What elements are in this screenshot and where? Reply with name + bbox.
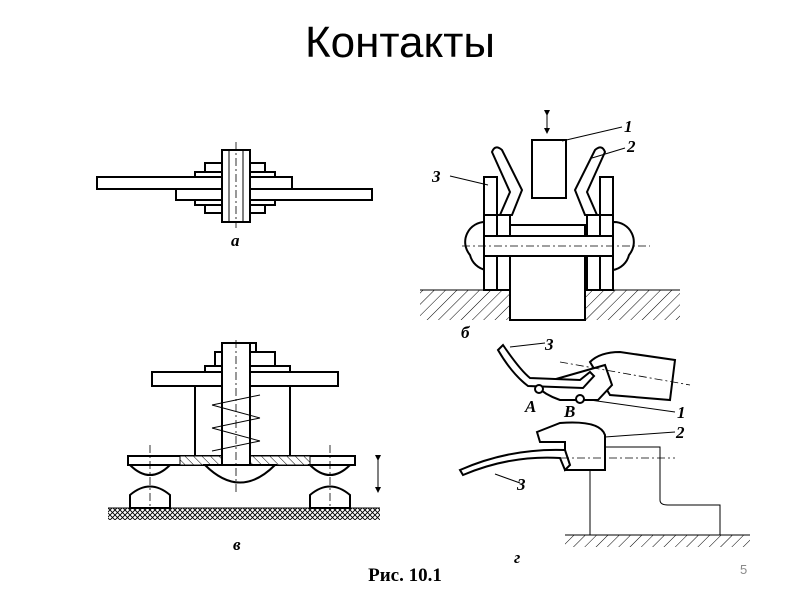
panel-g-callout-bottom-2: 2 — [675, 423, 685, 442]
panel-g-callout-top-1: 1 — [677, 403, 686, 422]
panel-g-point-a: A — [524, 397, 536, 416]
panel-g-rolling-contact: 3 1 A B 2 3 г — [458, 335, 750, 567]
panel-b-callout-3: 3 — [431, 167, 441, 186]
slide-title: Контакты — [304, 18, 496, 67]
figure-caption: Рис. 10.1 — [368, 565, 442, 586]
panel-g-callout-bottom-3: 3 — [516, 475, 526, 494]
panel-v-label: в — [233, 535, 241, 554]
panel-b-callout-1: 1 — [624, 117, 633, 136]
page-number: 5 — [740, 562, 748, 577]
panel-a-bolted-joint: а — [96, 142, 373, 250]
panel-g-label: г — [514, 548, 520, 567]
panel-b-callout-2: 2 — [626, 137, 636, 156]
panel-g-callout-top-3: 3 — [544, 335, 554, 354]
panel-a-label: а — [231, 231, 240, 250]
panel-g-point-b: B — [563, 402, 575, 421]
panel-v-bridge-contact: в — [108, 340, 381, 554]
panel-b-blade-contact: 1 2 3 б — [420, 110, 680, 342]
panel-b-label: б — [461, 323, 471, 342]
